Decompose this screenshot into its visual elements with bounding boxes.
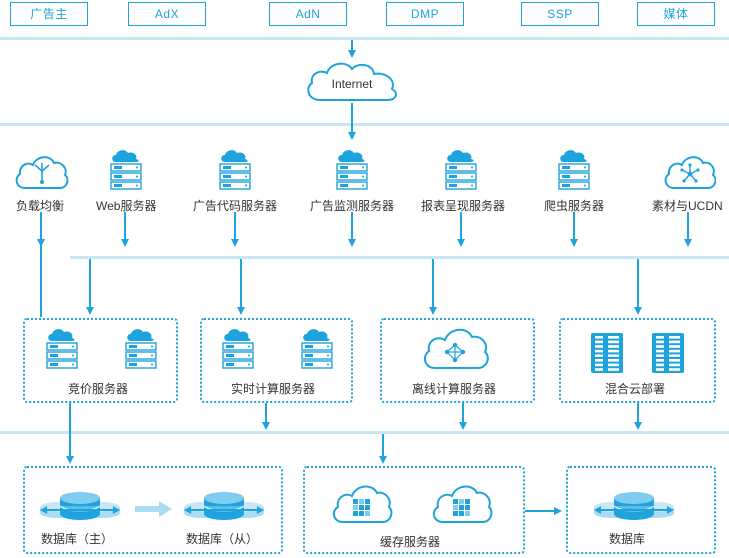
cluster-label-bidding: 竞价服务器: [68, 382, 129, 396]
database-icon: [182, 490, 266, 529]
server-icon: [335, 148, 369, 195]
hybrid-cloud-cluster: [559, 318, 716, 403]
cache-group: [303, 466, 525, 554]
divider-bar: [0, 37, 729, 40]
service-label-web: Web服务器: [96, 199, 157, 213]
service-label-load-balancer: 负载均衡: [16, 199, 65, 213]
cdn-cloud-icon: [664, 156, 716, 189]
cache-cloud-icon: [430, 482, 494, 531]
service-label-ad-code: 广告代码服务器: [193, 199, 278, 213]
compute-cloud-icon: [423, 328, 489, 369]
divider-bar: [70, 256, 729, 259]
cluster-label-offline: 离线计算服务器: [412, 382, 497, 396]
cloud-icon: [307, 62, 397, 101]
load-balancer-cloud-icon: [15, 156, 69, 189]
database-group: [23, 466, 283, 554]
server-icon: [218, 148, 252, 195]
database-single: [566, 466, 716, 554]
server-icon: [124, 327, 158, 374]
divider-bar: [0, 431, 729, 434]
internet-label: Internet: [331, 77, 373, 91]
db-master-label: 数据库（主）: [41, 532, 114, 546]
top-item-ssp[interactable]: SSP: [521, 2, 599, 26]
cache-cloud-icon: [330, 482, 394, 531]
rack-icon: [651, 332, 685, 379]
offline-cluster: [380, 318, 535, 403]
cluster-label-realtime: 实时计算服务器: [231, 382, 316, 396]
cache-label: 缓存服务器: [380, 535, 441, 549]
service-label-report: 报表呈现服务器: [421, 199, 506, 213]
cluster-label-hybrid: 混合云部署: [605, 382, 666, 396]
divider-bars: [0, 37, 729, 434]
top-item-adx[interactable]: AdX: [128, 2, 206, 26]
service-label-ad-monitor: 广告监测服务器: [310, 199, 395, 213]
server-icon: [221, 327, 255, 374]
top-item-advertiser[interactable]: 广告主: [10, 2, 88, 26]
top-item-adn[interactable]: AdN: [269, 2, 347, 26]
arrows: [37, 40, 692, 515]
top-item-dmp[interactable]: DMP: [386, 2, 464, 26]
realtime-cluster: [200, 318, 353, 403]
server-icon: [45, 327, 79, 374]
database-icon: [38, 490, 122, 529]
top-item-media[interactable]: 媒体: [637, 2, 715, 26]
db-slave-label: 数据库（从）: [186, 532, 259, 546]
db-label: 数据库: [609, 532, 646, 546]
rack-icon: [590, 332, 624, 379]
server-icon: [444, 148, 478, 195]
service-label-cdn: 素材与UCDN: [652, 199, 723, 213]
server-icon: [109, 148, 143, 195]
replication-arrow: [135, 501, 172, 517]
server-icon: [557, 148, 591, 195]
bidding-cluster: [23, 318, 178, 403]
service-label-crawler: 爬虫服务器: [544, 199, 605, 213]
server-icon: [300, 327, 334, 374]
divider-bar: [0, 123, 729, 126]
database-icon: [592, 490, 676, 529]
